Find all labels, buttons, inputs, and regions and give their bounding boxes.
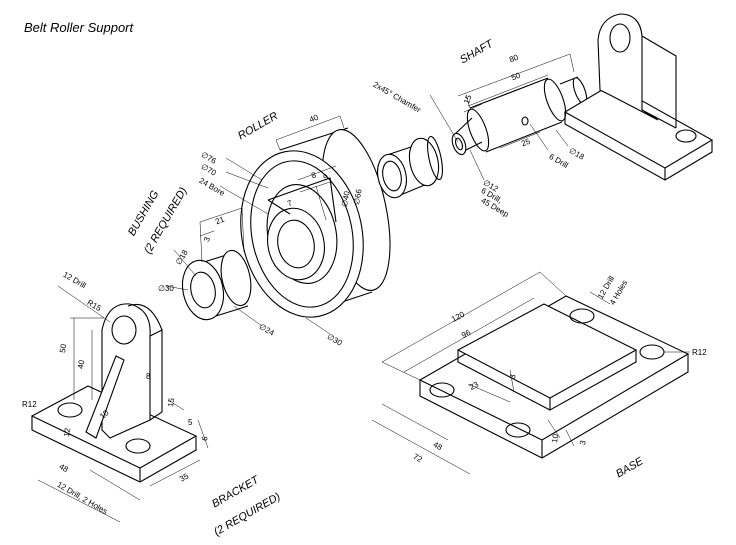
drawing-title: Belt Roller Support: [24, 20, 134, 35]
bracket-r12: R12: [22, 400, 37, 409]
bracket-dim-50: 50: [58, 343, 69, 354]
base-r12: R12: [692, 348, 707, 357]
bracket-dim-5: 5: [188, 418, 193, 427]
bracket-dim-8: 8: [146, 372, 151, 381]
bushing-part: [165, 207, 263, 327]
roller-part: [219, 115, 391, 335]
base-part: [371, 271, 690, 475]
bracket-dim-15: 15: [166, 397, 177, 408]
bracket-dim-40: 40: [76, 359, 87, 370]
shaft-bracket-part: [563, 13, 714, 181]
roller-bushing-part: [377, 135, 443, 199]
bracket-dim-12: 12: [62, 427, 73, 438]
shaft-part: [429, 53, 588, 181]
base-dim-10: 10: [550, 433, 561, 444]
bracket-part: [30, 285, 209, 523]
bushing-dia30: ∅30: [158, 284, 174, 293]
